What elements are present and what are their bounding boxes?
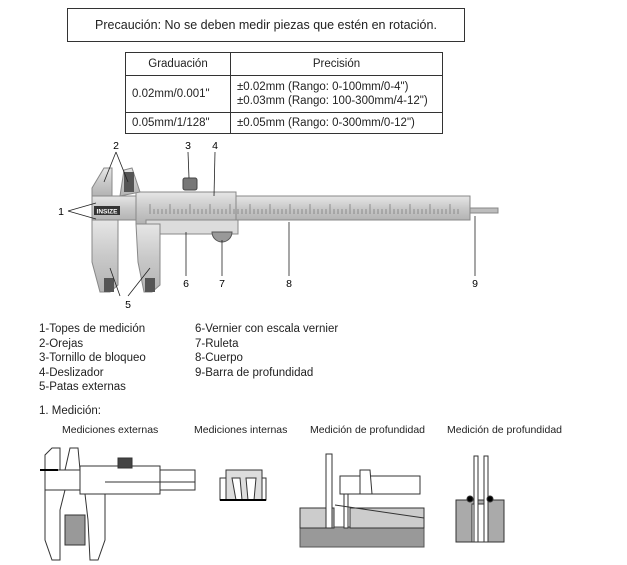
depth-bar	[469, 207, 499, 214]
parts-legend-left: 1-Topes de medición 2-Orejas 3-Tornillo …	[39, 322, 146, 395]
list-item: 7-Ruleta	[195, 337, 239, 350]
table-row: 0.05mm/1/128" ±0.05mm (Rango: 0-300mm/0-…	[125, 112, 443, 134]
measurement-illustrations	[40, 447, 505, 561]
callout-2: 2	[113, 140, 119, 152]
precision-line: ±0.02mm (Rango: 0-100mm/0-4")	[237, 81, 409, 93]
header-graduation: Graduación	[125, 52, 231, 76]
list-item: 1-Topes de medición	[39, 323, 146, 335]
list-item: 4-Deslizador	[39, 366, 104, 379]
callout-8: 8	[286, 278, 292, 290]
callout-5: 5	[125, 299, 131, 311]
list-item: 9-Barra de profundidad	[195, 366, 314, 379]
precision-cell: ±0.05mm (Rango: 0-300mm/0-12")	[230, 112, 443, 134]
measurement-title: Medición de profundidad	[447, 424, 562, 436]
graduation-cell: 0.02mm/0.001"	[125, 75, 231, 113]
parts-legend-right: 6-Vernier con escala vernier 7-Ruleta 8-…	[195, 322, 338, 380]
caliper-diagram: INSIZE 1 2 3 4 5 6 7 8 9	[58, 140, 499, 311]
depth-measurement-figure-2	[455, 455, 505, 543]
caution-box: Precaución: No se deben medir piezas que…	[67, 8, 465, 42]
table-row: 0.02mm/0.001" ±0.02mm (Rango: 0-100mm/0-…	[125, 75, 443, 113]
spec-table: Graduación Precisión 0.02mm/0.001" ±0.02…	[125, 52, 443, 134]
callout-6: 6	[183, 278, 189, 290]
section-title: 1. Medición:	[39, 405, 102, 417]
callout-9: 9	[472, 278, 478, 290]
caution-text: Precaución: No se deben medir piezas que…	[95, 18, 437, 32]
list-item: 5-Patas externas	[39, 381, 126, 394]
thumb-roller	[211, 231, 233, 243]
callout-7: 7	[219, 278, 225, 290]
list-item: 6-Vernier con escala vernier	[195, 323, 339, 335]
list-item: 8-Cuerpo	[195, 352, 243, 365]
depth-measurement-figure	[299, 453, 425, 548]
measurement-title: Mediciones internas	[194, 424, 288, 436]
brand-label: INSIZE	[97, 209, 119, 216]
external-measurement-figure	[40, 447, 196, 561]
callout-3: 3	[185, 140, 191, 152]
measurement-title: Mediciones externas	[62, 424, 159, 436]
precision-cell: ±0.02mm (Rango: 0-100mm/0-4") ±0.03mm (R…	[230, 75, 443, 113]
spec-table-header: Graduación Precisión	[125, 52, 443, 76]
header-precision: Precisión	[230, 52, 443, 76]
lock-screw	[182, 177, 198, 191]
measurement-title: Medición de profundidad	[310, 424, 425, 436]
callout-1: 1	[58, 206, 64, 218]
callout-4: 4	[212, 140, 218, 152]
internal-measurement-figure	[219, 469, 267, 501]
slider	[135, 191, 237, 225]
precision-line: ±0.05mm (Rango: 0-300mm/0-12")	[237, 117, 415, 129]
list-item: 3-Tornillo de bloqueo	[39, 352, 146, 365]
precision-line: ±0.03mm (Rango: 100-300mm/4-12")	[237, 95, 428, 107]
graduation-cell: 0.05mm/1/128"	[125, 112, 231, 134]
list-item: 2-Orejas	[39, 337, 84, 350]
